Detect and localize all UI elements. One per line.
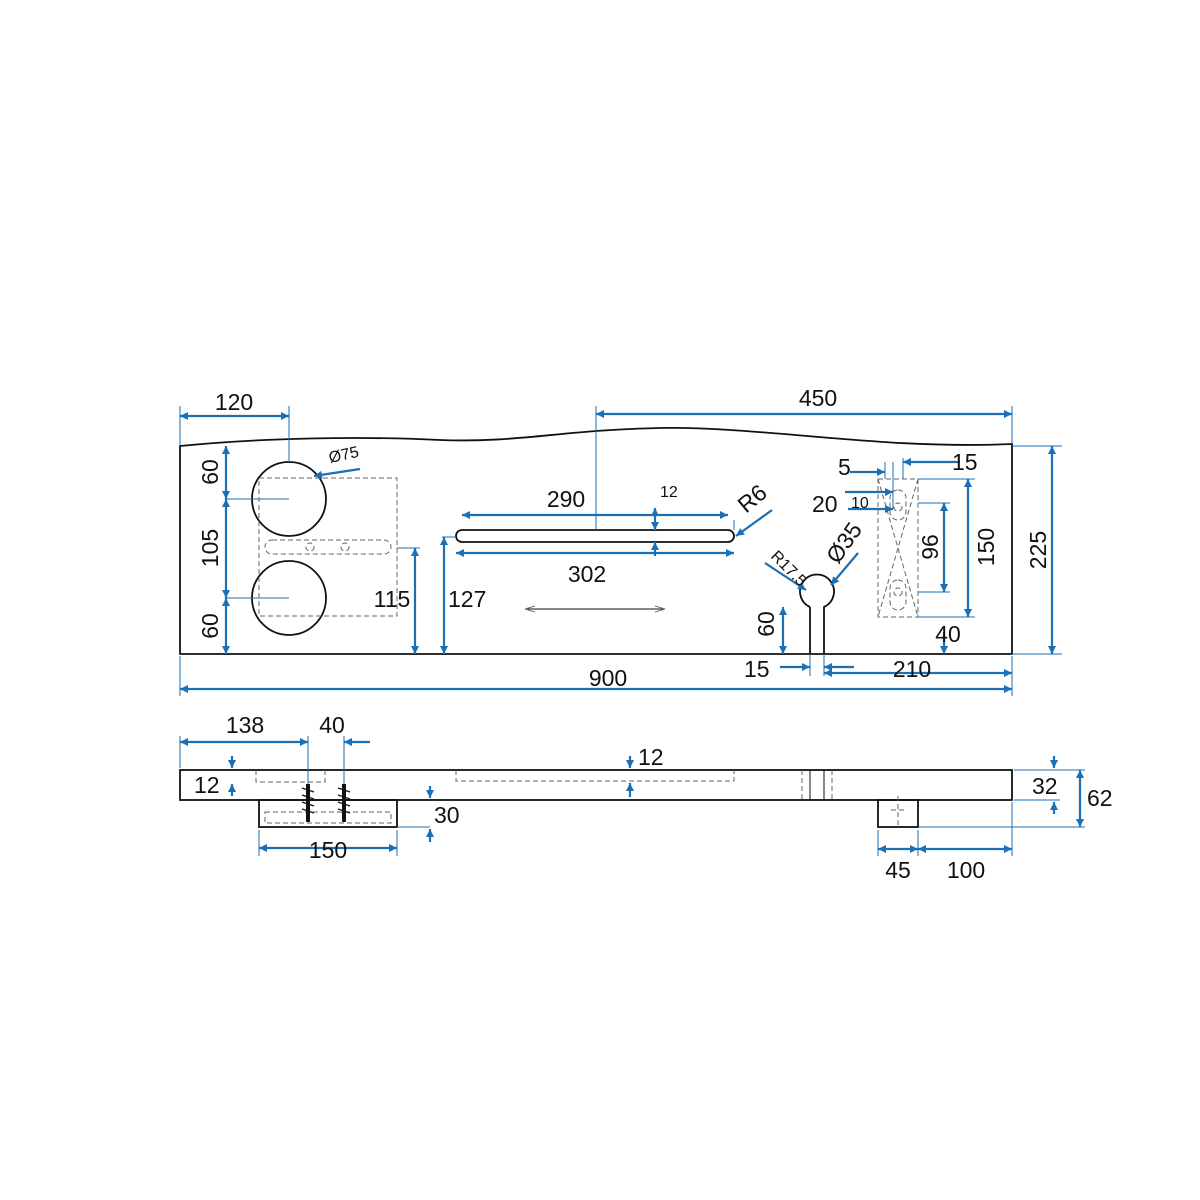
label-210: 210 bbox=[893, 656, 931, 682]
label-138: 138 bbox=[226, 712, 264, 738]
label-60-top: 60 bbox=[197, 459, 223, 485]
label-105: 105 bbox=[197, 529, 223, 567]
label-225: 225 bbox=[1025, 531, 1051, 569]
label-15-hanger: 15 bbox=[952, 449, 978, 475]
label-10: 10 bbox=[851, 495, 869, 512]
long-slot bbox=[455, 529, 735, 543]
label-40-side: 40 bbox=[319, 712, 345, 738]
label-15-keyhole: 15 bbox=[744, 656, 770, 682]
label-30: 30 bbox=[434, 802, 460, 828]
label-150-hanger: 150 bbox=[973, 528, 999, 566]
dim-line-o75 bbox=[313, 467, 361, 479]
label-115: 115 bbox=[374, 586, 411, 612]
label-20: 20 bbox=[812, 491, 838, 517]
label-60-keyhole: 60 bbox=[753, 611, 779, 637]
screw-right-icon bbox=[337, 784, 351, 822]
top-view: 120 450 225 900 60 105 60 Ø75 290 302 12… bbox=[179, 385, 1062, 696]
board-outline bbox=[179, 426, 1013, 655]
bracket-slot-hidden bbox=[264, 539, 392, 555]
label-450: 450 bbox=[799, 385, 837, 411]
label-290: 290 bbox=[547, 486, 585, 512]
label-r6: R6 bbox=[733, 479, 772, 518]
board-side bbox=[179, 769, 1013, 801]
label-o75: Ø75 bbox=[327, 444, 360, 467]
label-32: 32 bbox=[1032, 773, 1058, 799]
label-120: 120 bbox=[215, 389, 253, 415]
label-302: 302 bbox=[568, 561, 606, 587]
label-96: 96 bbox=[917, 534, 943, 560]
label-12-left: 12 bbox=[194, 772, 220, 798]
keyhole bbox=[799, 573, 835, 654]
bracket-side bbox=[258, 799, 398, 828]
label-12-groove: 12 bbox=[638, 744, 664, 770]
dim-line-r17-5 bbox=[764, 562, 807, 591]
dim-line-r6 bbox=[735, 509, 773, 537]
side-view: 138 40 12 12 30 150 32 62 45 100 bbox=[179, 712, 1113, 883]
screw-left-icon bbox=[301, 784, 315, 822]
label-45: 45 bbox=[885, 857, 911, 883]
label-60-bottom: 60 bbox=[197, 613, 223, 639]
label-o35: Ø35 bbox=[821, 517, 867, 568]
label-5: 5 bbox=[838, 454, 851, 480]
label-62: 62 bbox=[1087, 785, 1113, 811]
label-900: 900 bbox=[589, 665, 627, 691]
label-40-hanger: 40 bbox=[935, 621, 961, 647]
label-150-side: 150 bbox=[309, 837, 347, 863]
bracket-plate-hidden bbox=[258, 477, 398, 617]
label-100: 100 bbox=[947, 857, 985, 883]
hanger-hidden bbox=[877, 478, 919, 618]
grain-direction-icon bbox=[524, 605, 666, 613]
label-12-slot: 12 bbox=[660, 484, 678, 501]
label-127: 127 bbox=[448, 586, 486, 612]
dim-line-o35 bbox=[830, 552, 859, 586]
